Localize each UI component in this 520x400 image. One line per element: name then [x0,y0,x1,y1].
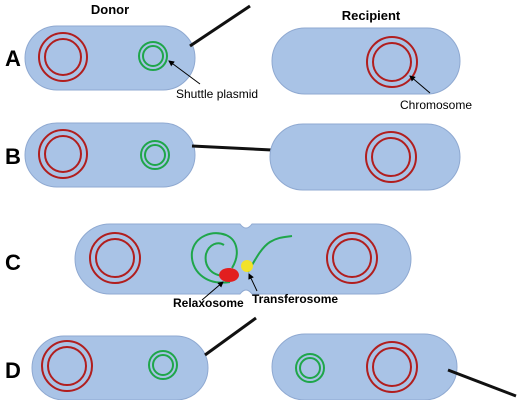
plasmid-inner-ring [152,354,174,376]
chromosome-inner-ring [44,38,82,76]
chromosome-inner-ring [44,135,82,173]
plasmid-outer-ring [138,41,168,71]
plasmid-outer-ring [140,140,170,170]
pilus [447,368,517,398]
row-label-a: A [5,46,21,71]
relaxosome-complex [219,268,239,282]
received-plasmid-outer-ring [295,353,325,383]
chromosome-inner-ring [371,137,411,177]
shuttle-plasmid-pointer [168,60,201,85]
chromosome-inner-ring [372,347,412,387]
shuttle-plasmid-label: Shuttle plasmid [176,87,258,101]
chromosome-outer-ring [38,32,88,82]
row-label-b: B [5,144,21,169]
plasmid-inner-strand [204,242,227,277]
mating-pair-cell [74,223,412,295]
row-b [24,122,461,191]
chromosome-pointer [409,75,431,94]
plasmid-outer-strand [190,232,238,284]
pilus-bridge [191,144,273,152]
relaxosome-pointer [201,281,224,301]
chromosome-outer-ring [366,36,418,88]
transferosome-pointer [248,273,258,292]
recipient-chromosome-inner-ring [332,238,372,278]
chromosome-outer-ring [366,341,418,393]
chromosome-outer-ring [38,129,88,179]
row-d [31,316,517,400]
transferosome-complex [241,260,253,272]
row-label-c: C [5,250,21,275]
row-a: Shuttle plasmid Chromosome [24,4,472,112]
row-label-d: D [5,358,21,383]
transferosome-label: Transferosome [252,292,338,306]
plasmid-outer-ring [148,350,178,380]
plasmid-inner-ring [142,45,164,67]
donor-header: Donor [91,2,129,17]
received-plasmid-inner-ring [299,357,321,379]
recipient-header: Recipient [342,8,401,23]
pilus [204,316,257,357]
chromosome-label: Chromosome [400,98,472,112]
row-c: Relaxosome Transferosome [74,223,412,310]
chromosome-inner-ring [372,42,412,82]
recipient-chromosome-outer-ring [326,232,378,284]
recipient-cell [271,27,461,95]
chromosome-inner-ring [47,346,87,386]
donor-chromosome-outer-ring [89,232,141,284]
pilus [189,4,251,48]
relaxosome-label: Relaxosome [173,296,244,310]
chromosome-outer-ring [365,131,417,183]
donor-chromosome-inner-ring [95,238,135,278]
chromosome-outer-ring [41,340,93,392]
transferred-single-strand [247,235,293,273]
plasmid-inner-ring [144,144,166,166]
